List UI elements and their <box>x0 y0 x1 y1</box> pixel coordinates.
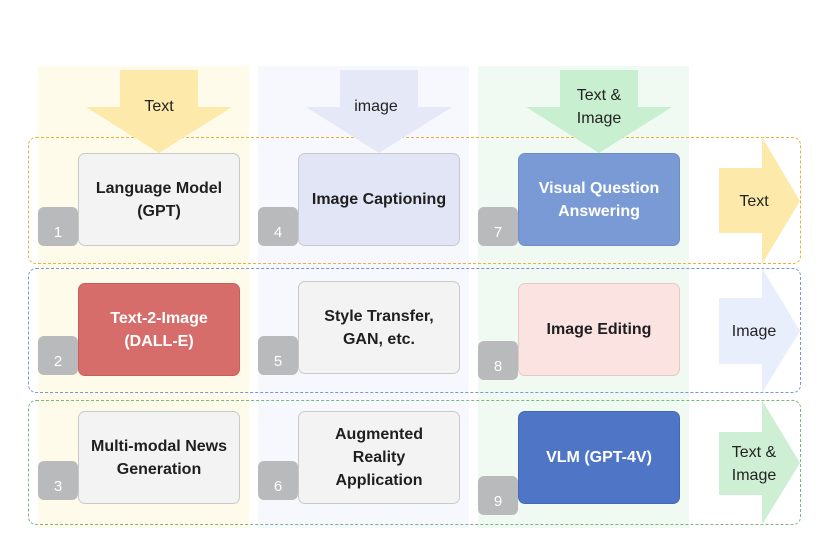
cell-number-4: 4 <box>258 207 298 246</box>
image-output-arrow <box>719 268 800 393</box>
augmented-reality-label: Augmented Reality Application <box>335 426 423 489</box>
image-captioning-label: Image Captioning <box>311 191 447 208</box>
text-image-output-row-frame <box>28 400 801 525</box>
text-input-label: Text <box>144 98 174 115</box>
text-input-arrow <box>86 70 232 153</box>
multi-modal-news-label: Multi-modal News Generation <box>90 437 227 478</box>
visual-question-answering-box: Visual Question Answering <box>518 153 680 246</box>
text-image-input-arrow <box>526 70 672 153</box>
visual-question-answering-label: Visual Question Answering <box>538 179 660 220</box>
cell-number-9: 9 <box>478 476 518 515</box>
text-image-input-label: Text & Image <box>576 87 622 127</box>
language-model-label: Language Model (GPT) <box>95 179 223 220</box>
augmented-reality-box: Augmented Reality Application <box>298 411 460 504</box>
image-captioning-box: Image Captioning <box>298 153 460 246</box>
text-2-image-label: Text-2-Image (DALL-E) <box>110 309 208 350</box>
image-input-label: image <box>354 98 398 115</box>
cell-number-6: 6 <box>258 461 298 500</box>
text-output-arrow <box>719 137 800 264</box>
vlm-label: VLM (GPT-4V) <box>546 449 652 466</box>
image-editing-label: Image Editing <box>546 321 652 338</box>
language-model-box: Language Model (GPT) <box>78 153 240 246</box>
image-input-arrow <box>306 70 452 153</box>
cell-number-1: 1 <box>38 207 78 246</box>
text-output-label: Text <box>739 193 769 210</box>
vlm-box: VLM (GPT-4V) <box>518 411 680 504</box>
style-transfer-box: Style Transfer, GAN, etc. <box>298 281 460 374</box>
multi-modal-news-box: Multi-modal News Generation <box>78 411 240 504</box>
image-output-label: Image <box>731 323 777 340</box>
cell-number-2: 2 <box>38 336 78 375</box>
image-output-row-frame <box>28 268 801 393</box>
cell-number-5: 5 <box>258 336 298 375</box>
text-output-row-frame <box>28 137 801 264</box>
cell-number-3: 3 <box>38 461 78 500</box>
image-editing-box: Image Editing <box>518 283 680 376</box>
style-transfer-label: Style Transfer, GAN, etc. <box>324 307 434 348</box>
cell-number-7: 7 <box>478 207 518 246</box>
text-image-output-label: Text & Image <box>731 444 777 484</box>
text-image-output-arrow <box>719 400 800 525</box>
text-2-image-box: Text-2-Image (DALL-E) <box>78 283 240 376</box>
cell-number-8: 8 <box>478 341 518 380</box>
